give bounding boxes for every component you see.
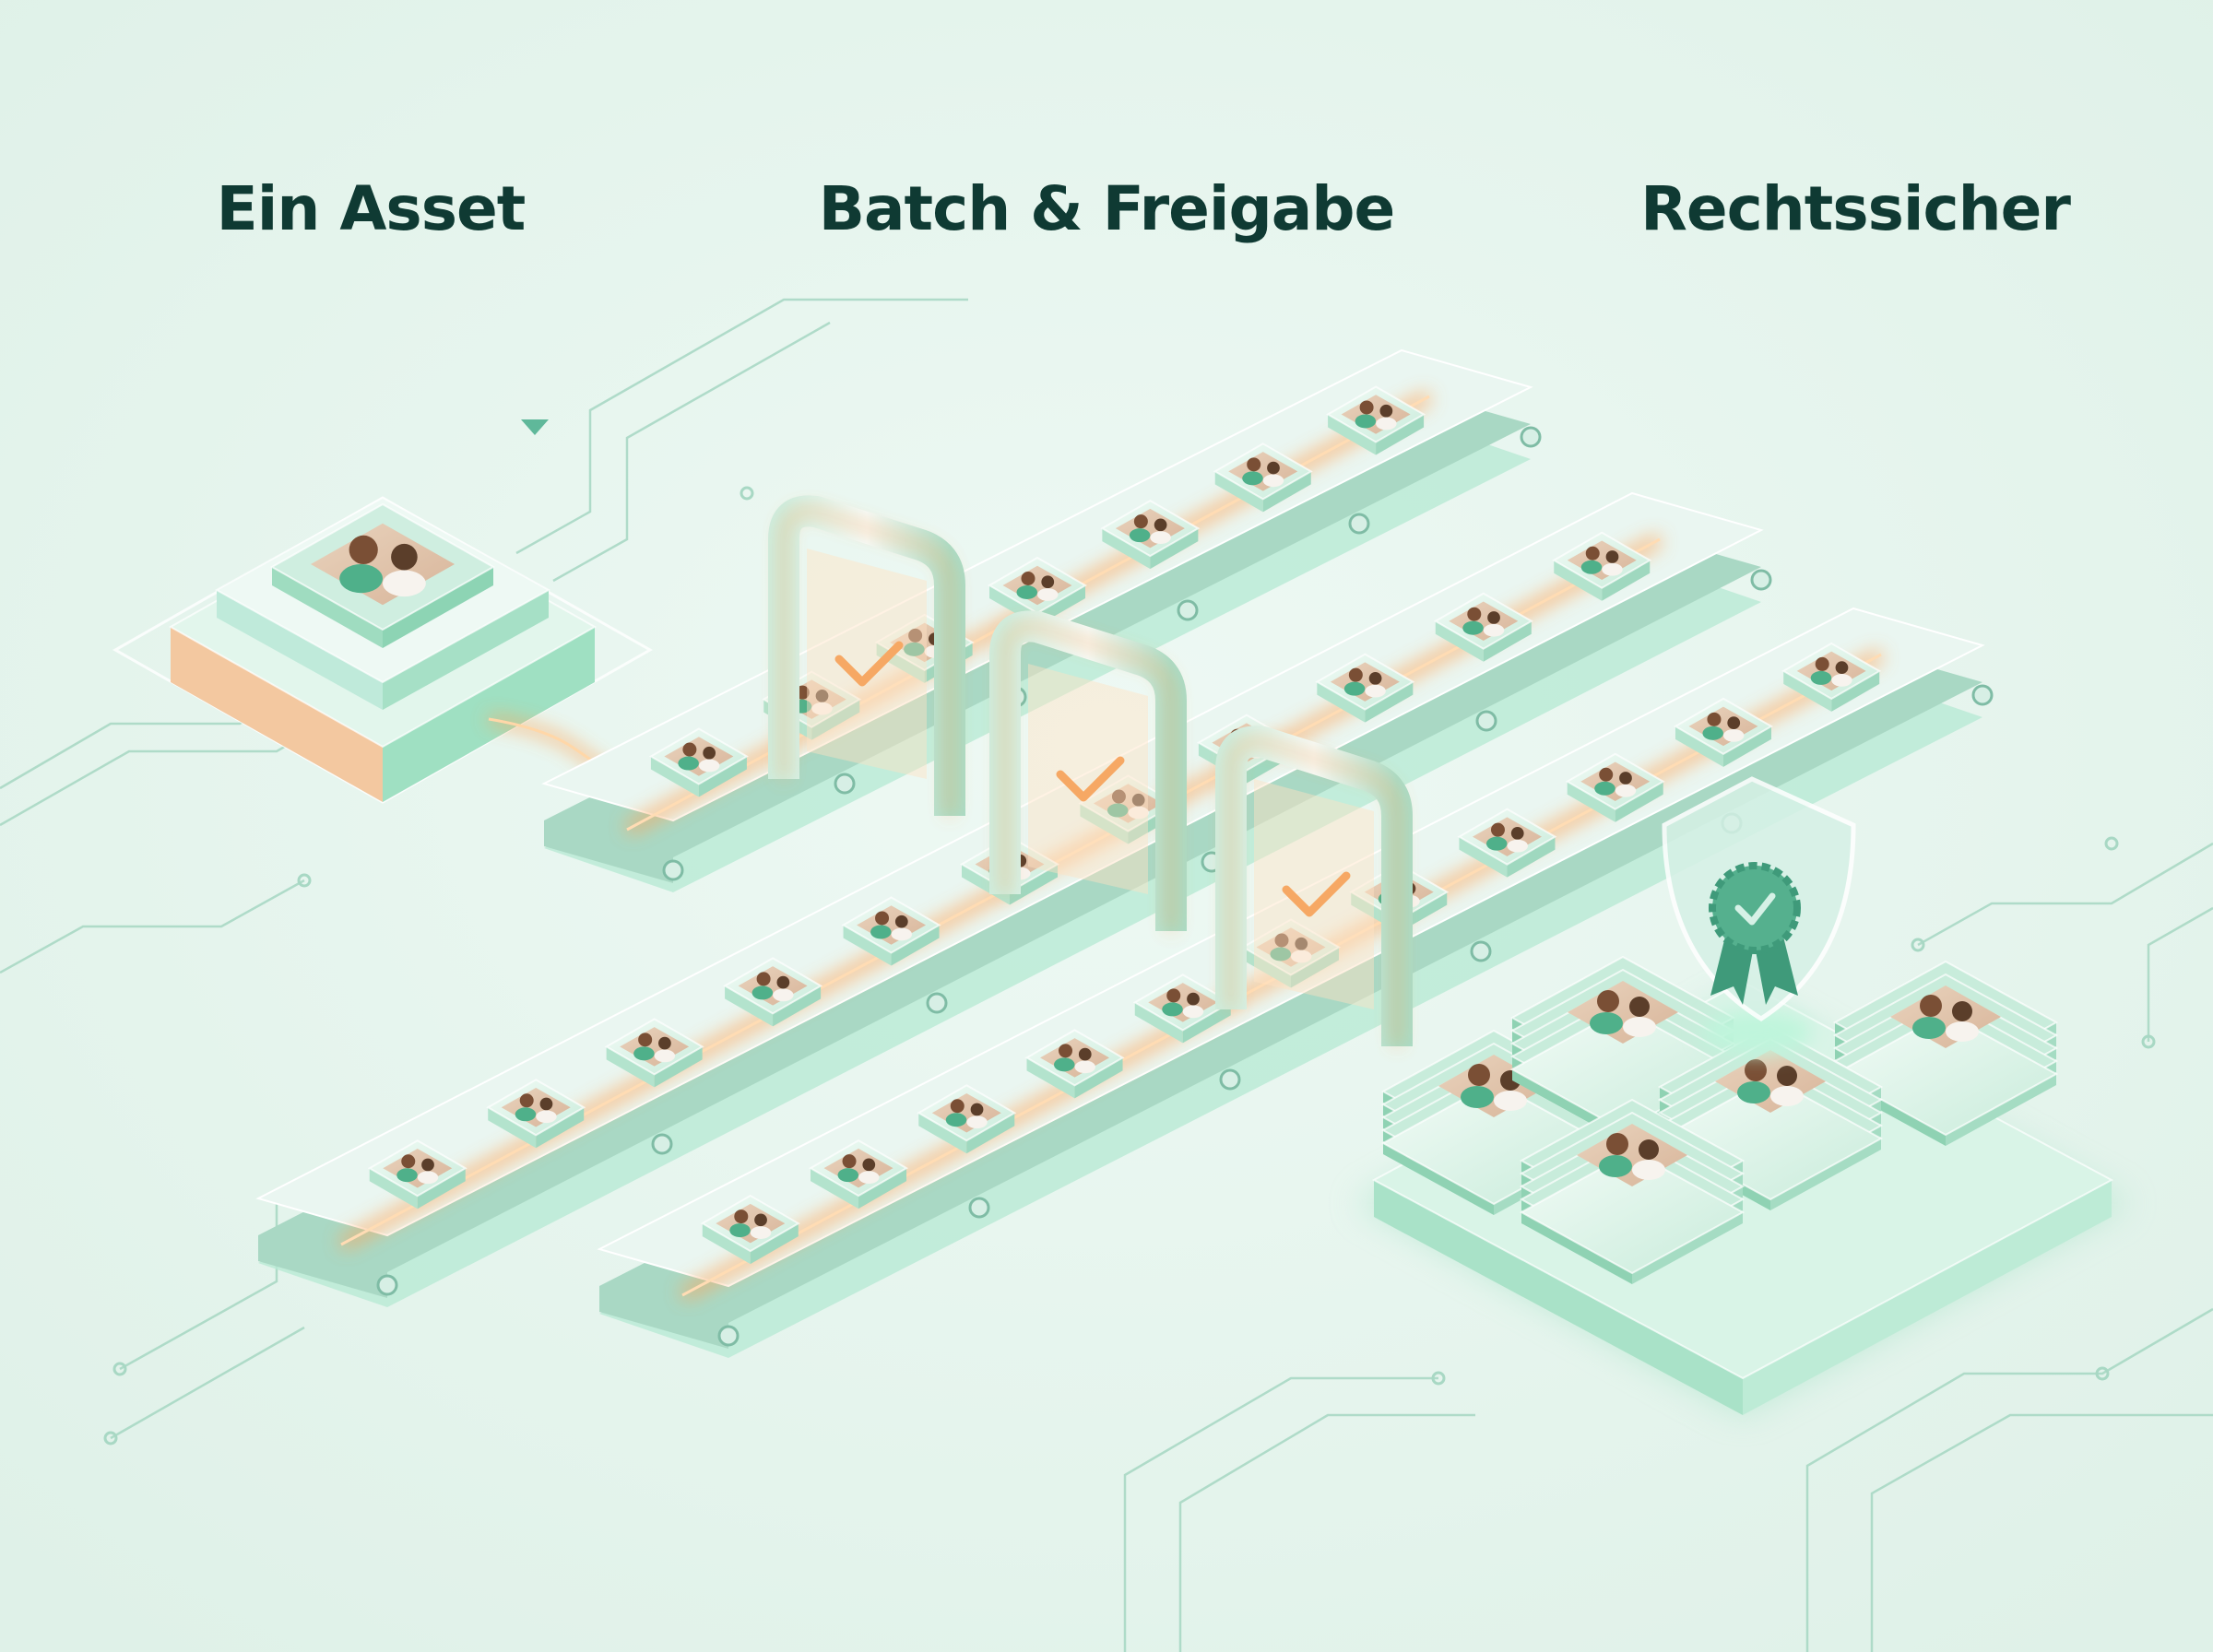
two-person-portrait-icon [857,905,927,945]
belt-roller [1750,569,1772,591]
belt-roller [968,1197,990,1219]
circuit-trace [1805,1307,2213,1652]
belt-roller [834,773,856,795]
circuit-node [1911,938,1925,952]
conveyor-bottom [597,607,1994,1358]
belt-roller [1520,426,1542,448]
two-person-portrait-icon [1330,662,1400,702]
belt-roller [1219,1068,1241,1091]
belt-roller [1475,710,1497,732]
two-person-portrait-icon [1040,1038,1110,1078]
two-person-portrait-icon [1577,1124,1687,1186]
two-person-portrait-icon [1341,395,1411,434]
belt-roller [1348,513,1370,535]
conveyor-belts [255,348,1994,1358]
shield-rosette-icon [1662,776,1856,1055]
two-person-portrait-icon [1580,761,1651,802]
two-person-portrait-icon [931,1092,1001,1133]
step-label-legally-secure: Rechtssicher [1640,173,2071,244]
circuit-trace [0,879,305,974]
gate-panel [1028,664,1148,894]
step-label-batch-approval: Batch & Freigabe [818,173,1396,244]
circuit-trace [1178,1413,1475,1652]
two-person-portrait-icon [738,966,808,1006]
stack-layer [1519,1150,1746,1284]
approval-gate [989,610,1187,931]
circuit-node [2141,1034,2156,1049]
step-label-single-asset: Ein Asset [216,173,527,244]
circuit-node [103,1431,118,1446]
circuit-node [112,1362,127,1376]
circuit-trace [1123,1376,1438,1652]
approved-asset-stacks [1355,955,2130,1415]
two-person-portrait-icon [1796,651,1866,691]
two-person-portrait-icon [1148,983,1218,1022]
gate-glow [1002,623,1174,931]
two-person-portrait-icon [501,1088,571,1127]
two-person-portrait-icon [664,737,734,776]
circuit-trace [552,321,831,583]
two-person-portrait-icon [716,1203,786,1244]
belt-roller [376,1274,398,1296]
circuit-lines [0,298,2213,1652]
circuit-trace [1870,1413,2213,1652]
approval-gate [1215,726,1413,1046]
two-person-portrait-icon [823,1148,893,1188]
circuit-node [2104,836,2119,851]
checkmark-icon [1282,871,1351,917]
rosette [1709,862,1801,954]
gate-panel [1254,779,1374,1009]
checkmark-icon [1056,756,1125,802]
belt-roller [1177,599,1199,621]
two-person-portrait-icon [1228,452,1298,491]
two-person-portrait-icon [1688,706,1758,747]
belt-roller [662,859,684,881]
asset-stack [1519,1098,1746,1284]
caret-down-icon [521,419,549,435]
belt-roller [717,1325,740,1347]
two-person-portrait-icon [1567,540,1637,581]
belt-roller [926,992,948,1014]
belt-roller [1470,940,1492,962]
approval-gate [768,495,965,816]
asset-card [269,502,496,648]
circuit-trace [2147,906,2213,1042]
circuit-trace [110,1326,305,1440]
two-person-portrait-icon [1890,985,2001,1048]
two-person-portrait-icon [311,523,455,606]
circuit-node [1431,1371,1446,1386]
two-person-portrait-icon [1449,601,1519,641]
asset-stack [1832,960,2059,1146]
two-person-portrait-icon [1715,1050,1826,1113]
two-person-portrait-icon [1256,927,1326,967]
belt-roller [651,1133,673,1155]
two-person-portrait-icon [1115,508,1185,549]
two-person-portrait-icon [1002,565,1072,606]
circuit-node [297,873,312,888]
circuit-trace [515,298,968,555]
checkmark-icon [834,641,904,687]
two-person-portrait-icon [1568,981,1678,1044]
two-person-portrait-icon [620,1027,690,1067]
checkmark-icon [1734,892,1776,926]
circuit-node [740,486,754,501]
shield-glow [1701,1010,1812,1055]
asset-tile [1100,500,1201,570]
gate-panel [807,549,927,779]
two-person-portrait-icon [1472,817,1542,856]
circuit-node [2095,1366,2110,1381]
gate-glow [781,508,953,816]
gate-glow [1228,738,1400,1046]
circuit-trace [1917,842,2213,947]
two-person-portrait-icon [1093,784,1163,823]
belt-roller [1971,684,1994,706]
single-asset-platform [112,496,654,804]
stack-layer [1832,1011,2059,1146]
two-person-portrait-icon [383,1148,453,1188]
